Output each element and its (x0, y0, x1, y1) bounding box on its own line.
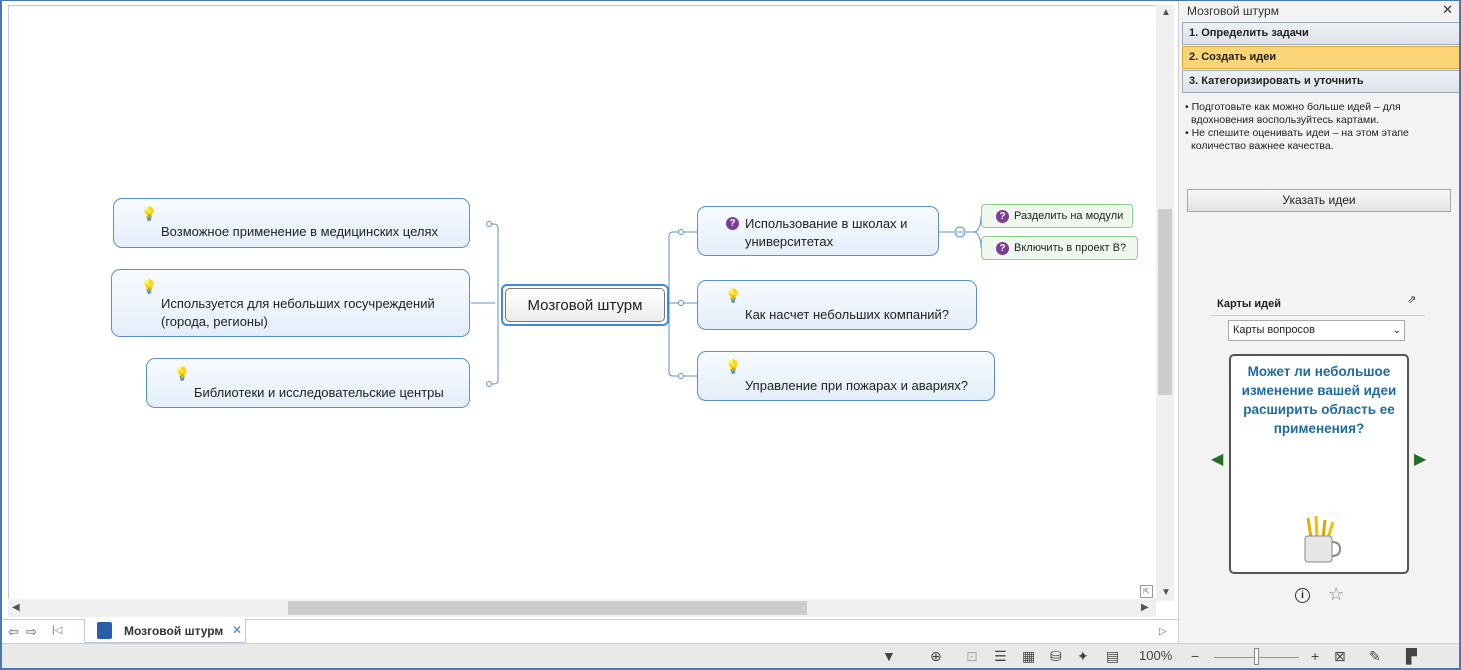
topic-libraries[interactable]: 💡 Библиотеки и исследовательские центры (146, 358, 470, 408)
tab-label: Мозговой штурм (124, 624, 224, 638)
question-icon: ? (726, 217, 739, 230)
lightbulb-icon: 💡 (725, 359, 742, 374)
subtopic-modules[interactable]: ? Разделить на модули (981, 204, 1133, 228)
topic-label: Возможное применение в медицинских целях (161, 224, 438, 239)
tab-scroll-left-icon[interactable]: |◁ (52, 625, 63, 636)
question-icon: ? (996, 242, 1009, 255)
tips-text: • Подготовьте как можно больше идей – дл… (1185, 101, 1455, 153)
brainstorm-panel: Мозговой штурм ✕ 1. Определить задачи 2.… (1178, 1, 1459, 643)
resources-icon[interactable]: ⛁ (1050, 648, 1062, 664)
maps-dropdown[interactable]: Карты вопросов ⌄ (1228, 320, 1405, 341)
info-icon[interactable]: i (1295, 588, 1310, 603)
topic-label: Как насчет небольших компаний? (745, 307, 950, 322)
zoom-level: 100% (1139, 648, 1173, 663)
tip-line: • Не спешите оценивать идеи – на этом эт… (1185, 127, 1409, 139)
tip-line: вдохновения воспользуйтесь картами. (1191, 114, 1379, 126)
central-topic[interactable]: Мозговой штурм (501, 284, 669, 326)
idea-card: Может ли небольшое изменение вашей идеи … (1229, 354, 1409, 574)
chevron-down-icon: ⌄ (1392, 325, 1401, 336)
topic-label: университетах (745, 234, 834, 249)
topic-label: Управление при пожарах и авариях? (745, 378, 968, 393)
step-define-tasks[interactable]: 1. Определить задачи (1182, 22, 1459, 45)
fit-map-icon[interactable]: ⊠ (1334, 648, 1346, 664)
step-categorize[interactable]: 3. Категоризировать и уточнить (1182, 70, 1459, 93)
lightbulb-icon: 💡 (141, 279, 158, 294)
horizontal-scroll-thumb[interactable] (288, 601, 807, 615)
step-create-ideas[interactable]: 2. Создать идеи (1182, 46, 1459, 69)
calendar-icon[interactable]: ▦ (1022, 648, 1036, 664)
status-bar: ▼ ⊕ ⊡ ☰ ▦ ⛁ ✦ ▤ 100% − + ⊠ ✎ ▛ (2, 643, 1459, 668)
forward-arrow-icon[interactable]: ⇨ (26, 624, 37, 639)
filter-icon[interactable]: ▼ (882, 648, 896, 664)
topic-label: (города, регионы) (161, 314, 268, 329)
tip-line: количество важнее качества. (1191, 140, 1334, 152)
tab-scroll-right-icon[interactable]: ▷ (1159, 626, 1167, 637)
notes-icon[interactable]: ☰ (994, 648, 1007, 664)
topic-schools[interactable]: ? Использование в школах и университетах (697, 206, 939, 256)
horizontal-scrollbar[interactable]: ◀ ▶ (8, 599, 1156, 617)
topic-small-companies[interactable]: 💡 Как насчет небольших компаний? (697, 280, 977, 330)
scroll-left-arrow-icon[interactable]: ◀ (12, 602, 20, 613)
star-icon[interactable]: ☆ (1328, 584, 1345, 604)
panel-close-icon[interactable]: ✕ (1442, 2, 1453, 17)
scroll-down-arrow-icon[interactable]: ▼ (1161, 587, 1171, 598)
settings-icon[interactable]: ✎ (1369, 648, 1381, 664)
vertical-scrollbar[interactable]: ▲ ⇱ ▼ (1140, 5, 1174, 601)
topic-label: Библиотеки и исследовательские центры (194, 385, 444, 400)
close-tab-icon[interactable]: ✕ (232, 623, 243, 637)
zoom-slider-thumb[interactable] (1254, 648, 1259, 665)
next-card-icon[interactable]: ▶ (1414, 451, 1427, 468)
topic-government[interactable]: 💡 Используется для небольших госучрежден… (111, 269, 470, 337)
specify-ideas-button[interactable]: Указать идеи (1187, 189, 1451, 212)
topic-emergency[interactable]: 💡 Управление при пожарах и авариях? (697, 351, 995, 401)
zoom-in-icon[interactable]: + (1311, 648, 1320, 664)
zoom-out-icon[interactable]: − (1191, 648, 1200, 664)
navigator-icon[interactable]: ⇱ (1140, 585, 1153, 598)
tab-brainstorm[interactable]: Мозговой штурм ✕ (84, 619, 246, 643)
mindmap-file-icon (97, 622, 112, 639)
tip-line: • Подготовьте как можно больше идей – дл… (1185, 101, 1401, 113)
panel-title: Мозговой штурм (1187, 4, 1279, 18)
question-icon: ? (996, 210, 1009, 223)
add-topic-icon[interactable]: ⊕ (930, 648, 942, 664)
lightbulb-icon: 💡 (725, 288, 742, 303)
pencil-cup-icon (1304, 516, 1341, 563)
tags-icon[interactable]: ✦ (1077, 648, 1089, 664)
topic-medical[interactable]: 💡 Возможное применение в медицинских цел… (113, 198, 470, 248)
topic-label: Использование в школах и (745, 216, 908, 231)
prev-card-icon[interactable]: ◀ (1211, 451, 1224, 468)
central-topic-label: Мозговой штурм (505, 288, 665, 322)
map-canvas[interactable]: 💡 Возможное применение в медицинских цел… (8, 5, 1156, 601)
sheet-icon[interactable]: ▤ (1106, 648, 1120, 664)
scroll-up-arrow-icon[interactable]: ▲ (1161, 7, 1171, 18)
lightbulb-icon: 💡 (141, 206, 158, 221)
idea-maps-label: Карты идей (1217, 298, 1282, 310)
maps-dropdown-value: Карты вопросов (1233, 324, 1316, 336)
popout-icon[interactable]: ⇗ (1407, 294, 1417, 306)
subtopic-label: Включить в проект В? (1014, 242, 1127, 254)
subtopic-project-b[interactable]: ? Включить в проект В? (981, 236, 1138, 260)
card-question: Может ли небольшое изменение вашей идеи … (1241, 364, 1397, 436)
divider (1211, 315, 1425, 316)
layout-icon[interactable]: ▛ (1406, 648, 1417, 664)
scroll-right-arrow-icon[interactable]: ▶ (1141, 602, 1149, 613)
focus-icon[interactable]: ⊡ (966, 648, 978, 664)
vertical-scroll-thumb[interactable] (1158, 209, 1172, 395)
document-tab-bar: ⇦ ⇨ |◁ Мозговой штурм ✕ ▷ (2, 619, 1178, 643)
subtopic-label: Разделить на модули (1014, 210, 1124, 222)
lightbulb-icon: 💡 (174, 366, 191, 381)
back-arrow-icon[interactable]: ⇦ (8, 624, 19, 639)
topic-label: Используется для небольших госучреждений (161, 296, 435, 311)
